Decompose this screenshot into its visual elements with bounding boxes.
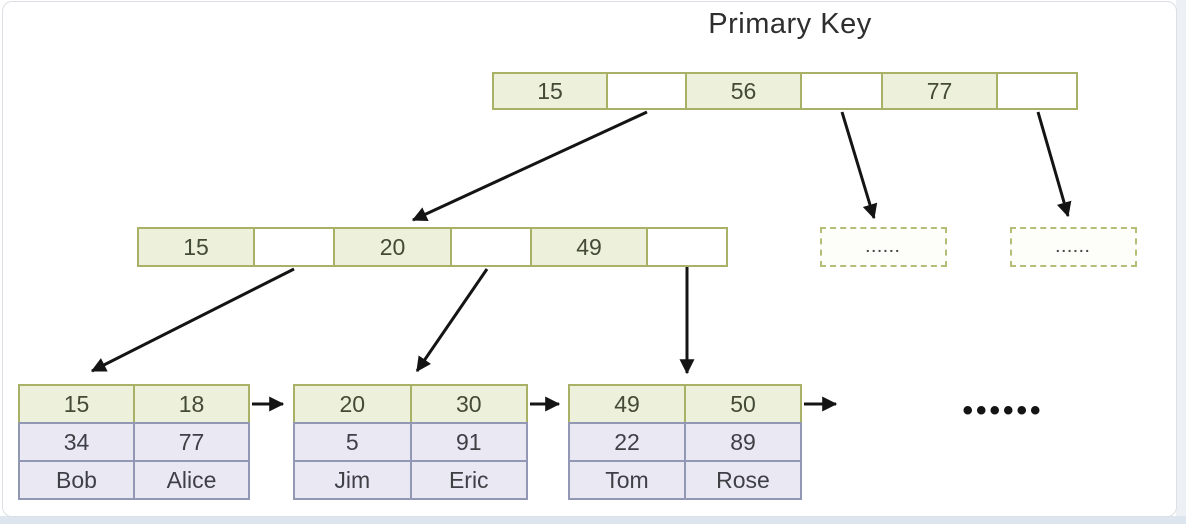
root-key-cell: 77 <box>881 72 998 110</box>
leaf-data-row: Jim Eric <box>293 460 528 500</box>
internal-key-cell: 49 <box>530 227 648 267</box>
leaf-key-cell: 20 <box>293 384 412 424</box>
leaf-data-cell: 91 <box>409 422 528 462</box>
page-margin-bottom <box>0 516 1186 524</box>
dashed-placeholder-node: ...... <box>1010 227 1137 267</box>
leaf-node-table: 15 18 34 77 Bob Alice <box>18 384 250 500</box>
dashed-placeholder-label: ...... <box>865 239 902 255</box>
leaf-data-cell: Eric <box>409 460 528 500</box>
leaf-key-row: 15 18 <box>18 384 250 424</box>
root-key-cell: 15 <box>492 72 608 110</box>
leaf-key-cell: 50 <box>684 384 802 424</box>
leaf-key-row: 20 30 <box>293 384 528 424</box>
leaf-data-cell: 89 <box>684 422 802 462</box>
internal-index-node: 15 20 49 <box>137 227 728 267</box>
leaf-data-cell: Bob <box>18 460 135 500</box>
leaf-data-cell: 22 <box>568 422 686 462</box>
leaf-data-row: 22 89 <box>568 422 802 462</box>
root-key-cell: 56 <box>685 72 802 110</box>
root-pointer-cell <box>800 72 883 110</box>
root-index-node: 15 56 77 <box>492 72 1078 110</box>
leaf-data-row: 34 77 <box>18 422 250 462</box>
arrow-internal-to-leaf2-icon <box>415 268 489 372</box>
leaf-data-row: 5 91 <box>293 422 528 462</box>
leaf-key-cell: 18 <box>133 384 250 424</box>
leaf-key-cell: 15 <box>18 384 135 424</box>
leaf-key-cell: 49 <box>568 384 686 424</box>
leaf-data-cell: Alice <box>133 460 250 500</box>
leaf-key-row: 49 50 <box>568 384 802 424</box>
leaf-node-table: 49 50 22 89 Tom Rose <box>568 384 802 500</box>
leaf-data-cell: Rose <box>684 460 802 500</box>
leaf-data-cell: Tom <box>568 460 686 500</box>
diagram-title: Primary Key <box>708 8 872 40</box>
internal-pointer-cell <box>253 227 335 267</box>
leaf-data-cell: 5 <box>293 422 412 462</box>
arrow-root-to-dashed1-icon <box>840 111 878 220</box>
leaf-data-row: Bob Alice <box>18 460 250 500</box>
dashed-placeholder-node: ...... <box>820 227 947 267</box>
arrow-root-to-dashed2-icon <box>1036 111 1072 218</box>
arrow-internal-to-leaf1-icon <box>90 267 295 373</box>
internal-pointer-cell <box>646 227 728 267</box>
more-leaves-ellipsis: •••••• <box>962 394 1044 427</box>
leaf-data-cell: 77 <box>133 422 250 462</box>
leaf-data-cell: Jim <box>293 460 412 500</box>
leaf-key-cell: 30 <box>409 384 528 424</box>
leaf-node-table: 20 30 5 91 Jim Eric <box>293 384 528 500</box>
internal-key-cell: 15 <box>137 227 255 267</box>
leaf-data-cell: 34 <box>18 422 135 462</box>
internal-pointer-cell <box>450 227 532 267</box>
arrow-root-to-internal-icon <box>411 110 648 222</box>
dashed-placeholder-label: ...... <box>1055 239 1092 255</box>
root-pointer-cell <box>606 72 687 110</box>
leaf-data-row: Tom Rose <box>568 460 802 500</box>
page-margin-right <box>1176 0 1186 524</box>
internal-key-cell: 20 <box>333 227 452 267</box>
root-pointer-cell <box>996 72 1078 110</box>
